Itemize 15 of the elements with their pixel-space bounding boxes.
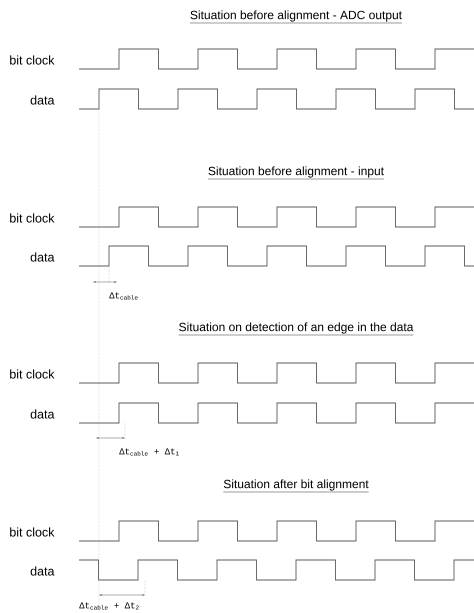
signal-label: bit clock <box>10 55 54 65</box>
heading: Situation before alignment - input <box>208 166 384 180</box>
dimension-label: Δt$_{cable}$ + Δt$_{2}$ <box>79 602 139 610</box>
signal-label: bit clock <box>10 369 54 379</box>
signal-label: data <box>30 409 54 419</box>
signal-label: bit clock <box>10 213 54 223</box>
dimension-label: Δt$_{cable}$ <box>109 292 138 300</box>
heading: Situation before alignment - ADC output <box>190 10 402 24</box>
signal-label: bit clock <box>10 527 54 537</box>
dimension-label: Δt$_{cable}$ + Δt$_{1}$ <box>119 448 179 456</box>
heading: Situation after bit alignment <box>223 479 369 492</box>
heading: Situation on detection of an edge in the data <box>178 322 414 336</box>
signal-label: data <box>30 95 54 105</box>
signal-label: data <box>30 252 54 262</box>
signal-label: data <box>30 566 54 576</box>
